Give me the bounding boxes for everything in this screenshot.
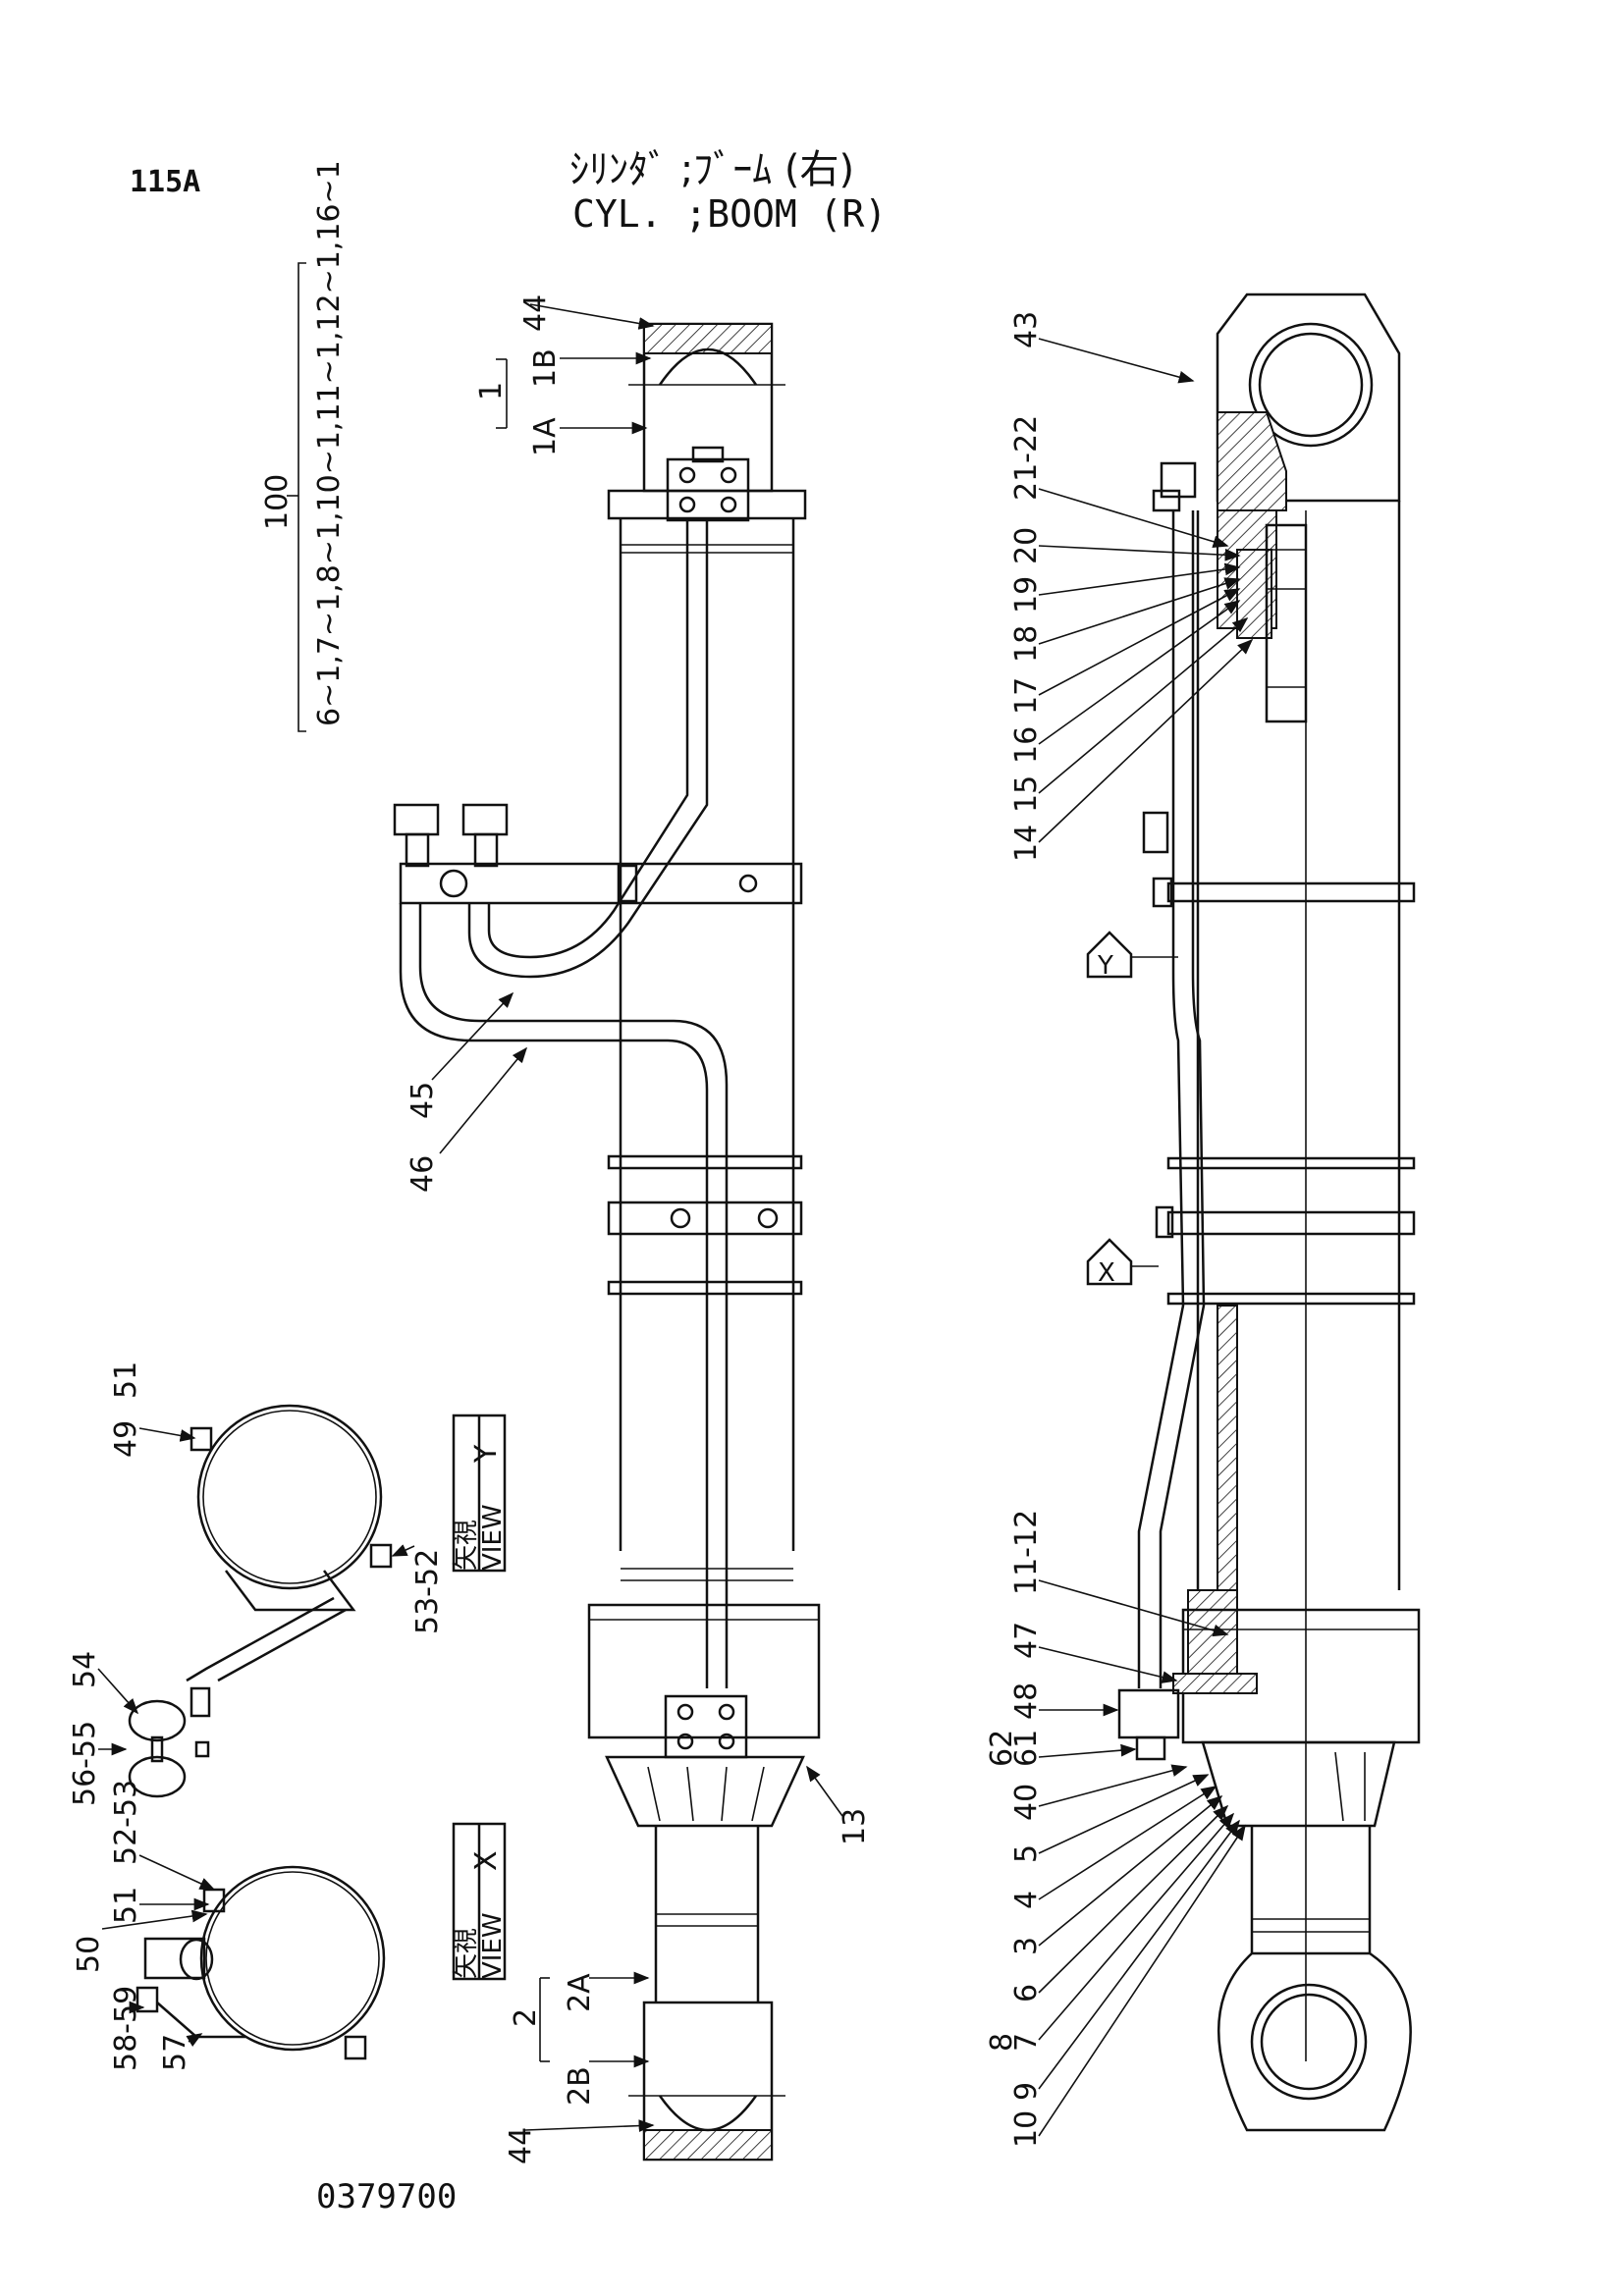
view-y-detail: 51 49 53-52 54 56-55 bbox=[68, 1362, 445, 1806]
callout-46: 46 bbox=[406, 1155, 440, 1193]
callout-16: 16 bbox=[1009, 726, 1044, 764]
callout-51-y: 51 bbox=[109, 1362, 143, 1399]
callout-61: 61 bbox=[1009, 1730, 1044, 1767]
callout-20: 20 bbox=[1009, 527, 1044, 564]
callout-2: 2 bbox=[509, 2008, 543, 2027]
callout-1A: 1A bbox=[528, 417, 563, 456]
view-marker-y-letter: Y bbox=[1097, 951, 1113, 981]
callout-1: 1 bbox=[474, 382, 509, 400]
view-x-word: VIEW bbox=[478, 1912, 508, 1979]
callout-51-x: 51 bbox=[109, 1887, 143, 1924]
callout-57: 57 bbox=[158, 2034, 192, 2071]
callout-43: 43 bbox=[1009, 311, 1044, 348]
callouts-left: 44 1 1B 1A 45 46 13 2 2A 2B 44 bbox=[406, 294, 872, 2164]
view-y-kanji: 矢視 bbox=[452, 1520, 481, 1571]
callout-1B: 1B bbox=[528, 348, 563, 388]
callout-3: 3 bbox=[1009, 1937, 1044, 1955]
callout-10: 10 bbox=[1009, 2110, 1044, 2148]
kit-bracket: 100 6~1,7~1,8~1,10~1,11~1,12~1,16~1 bbox=[260, 160, 347, 732]
title-english: CYL. ;BOOM (R) bbox=[572, 192, 888, 236]
hydraulic-pipes-front bbox=[393, 520, 803, 1688]
page-number: 115A bbox=[130, 165, 201, 199]
callout-2B: 2B bbox=[563, 2066, 597, 2106]
callout-40: 40 bbox=[1009, 1784, 1044, 1821]
callout-47: 47 bbox=[1009, 1622, 1044, 1659]
view-x-label: 矢視 VIEW X bbox=[452, 1822, 508, 1981]
callout-48: 48 bbox=[1009, 1682, 1044, 1720]
callout-62: 62 bbox=[985, 1730, 1019, 1767]
callout-44-top: 44 bbox=[518, 294, 553, 332]
callout-11-12: 11-12 bbox=[1009, 1510, 1044, 1595]
callout-49: 49 bbox=[109, 1420, 143, 1458]
callout-50: 50 bbox=[72, 1936, 106, 1973]
callout-15: 15 bbox=[1009, 775, 1044, 813]
callouts-right: 43 21-22 20 19 18 17 16 15 14 11-12 47 4… bbox=[985, 311, 1254, 2148]
view-marker-x: X bbox=[1086, 1238, 1159, 1288]
callout-17: 17 bbox=[1009, 677, 1044, 715]
callout-9: 9 bbox=[1009, 2082, 1044, 2101]
callout-14: 14 bbox=[1009, 825, 1044, 862]
callout-45: 45 bbox=[406, 1082, 440, 1119]
callout-44-bottom: 44 bbox=[504, 2127, 538, 2164]
callout-18: 18 bbox=[1009, 625, 1044, 663]
view-y-label: 矢視 VIEW Y bbox=[452, 1414, 508, 1573]
cylinder-section-view bbox=[1166, 293, 1421, 2132]
view-x-letter: X bbox=[469, 1850, 504, 1871]
callout-58-59: 58-59 bbox=[109, 1986, 143, 2071]
callout-54: 54 bbox=[68, 1651, 102, 1688]
callout-52-53: 52-53 bbox=[109, 1780, 143, 1865]
cylinder-front-view bbox=[587, 322, 821, 2162]
view-y-word: VIEW bbox=[478, 1504, 508, 1571]
callout-13: 13 bbox=[838, 1808, 872, 1845]
callout-21-22: 21-22 bbox=[1009, 415, 1044, 501]
title-japanese: ｼﾘﾝﾀﾞ ;ﾌﾞｰﾑ (右) bbox=[569, 147, 855, 192]
hydraulic-pipe-section bbox=[1117, 461, 1206, 1761]
view-marker-x-letter: X bbox=[1098, 1258, 1115, 1288]
view-x-detail: 52-53 51 50 58-59 57 bbox=[72, 1780, 386, 2071]
callout-53-52: 53-52 bbox=[410, 1549, 445, 1634]
kit-contents: 6~1,7~1,8~1,10~1,11~1,12~1,16~1 bbox=[312, 160, 347, 726]
kit-number: 100 bbox=[260, 474, 295, 530]
view-x-kanji: 矢視 bbox=[452, 1928, 481, 1979]
callout-7: 7 bbox=[1009, 2033, 1044, 2052]
callout-2A: 2A bbox=[563, 1973, 597, 2012]
callout-4: 4 bbox=[1009, 1891, 1044, 1909]
drawing-number: 0379700 bbox=[316, 2177, 458, 2216]
callout-5: 5 bbox=[1009, 1844, 1044, 1863]
callout-8: 8 bbox=[985, 2033, 1019, 2052]
callout-6: 6 bbox=[1009, 1984, 1044, 2002]
view-marker-y: Y bbox=[1086, 931, 1178, 981]
callout-19: 19 bbox=[1009, 576, 1044, 614]
view-y-letter: Y bbox=[469, 1444, 504, 1464]
callout-56-55: 56-55 bbox=[68, 1721, 102, 1806]
